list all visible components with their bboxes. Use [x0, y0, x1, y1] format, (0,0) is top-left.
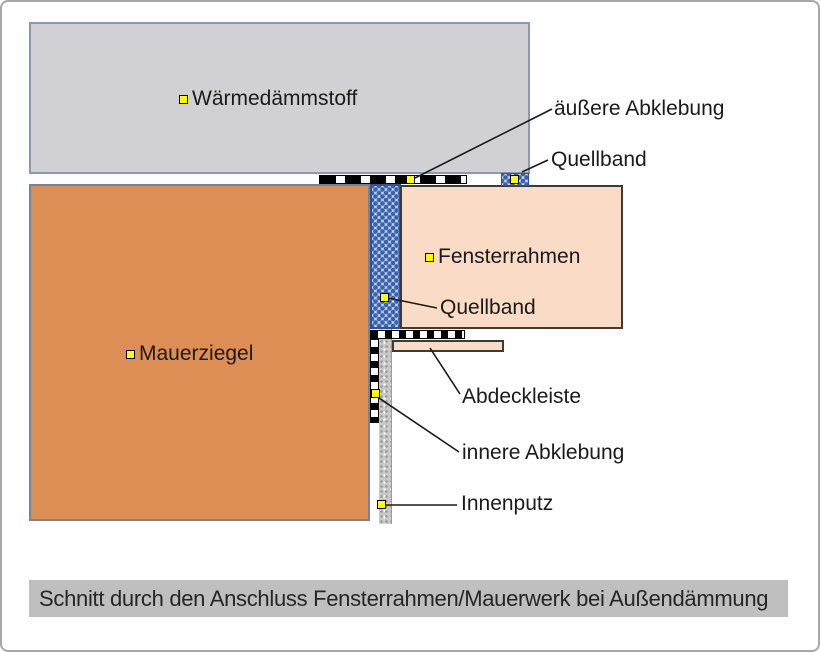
interior-plaster-strip [379, 329, 392, 524]
label-plaster-text: Innenputz [461, 492, 554, 515]
label-window-frame: Fensterrahmen [425, 245, 580, 269]
label-brick: Mauerziegel [126, 342, 253, 366]
marker-plaster [377, 500, 386, 509]
inner-sealing-tape-horizontal [370, 330, 465, 339]
insulation-block [29, 22, 530, 174]
marker-outer-tape [406, 175, 415, 184]
label-brick-text: Mauerziegel [139, 342, 254, 365]
inner-sealing-tape-vertical [370, 332, 379, 423]
marker-quellband-top [510, 175, 519, 184]
label-plaster: Innenputz [461, 492, 553, 516]
marker-insulation [179, 94, 188, 104]
label-cover-strip-text: Abdeckleiste [462, 385, 582, 408]
label-window-frame-text: Fensterrahmen [438, 245, 581, 268]
marker-window-frame [425, 252, 434, 262]
label-quellband-top: Quellband [551, 148, 647, 172]
label-quellband-mid: Quellband [440, 296, 536, 320]
label-outer-tape: äußere Abklebung [554, 97, 724, 121]
brick-block [29, 184, 370, 521]
window-frame-block [400, 185, 623, 329]
outer-sealing-tape [319, 175, 467, 184]
expanding-tape-vertical [370, 184, 401, 329]
caption-bar: Schnitt durch den Anschluss Fensterrahme… [29, 580, 788, 617]
marker-brick [126, 349, 135, 359]
label-outer-tape-text: äußere Abklebung [554, 97, 725, 120]
label-quellband-top-text: Quellband [551, 148, 647, 171]
caption-text: Schnitt durch den Anschluss Fensterrahme… [39, 586, 769, 611]
cover-strip [392, 340, 504, 352]
label-quellband-mid-text: Quellband [440, 296, 536, 319]
leader-cover-strip [429, 347, 461, 395]
label-inner-tape: innere Abklebung [462, 441, 624, 465]
label-cover-strip: Abdeckleiste [462, 385, 581, 409]
label-insulation: Wärmedämmstoff [179, 87, 357, 111]
marker-inner-tape [371, 389, 380, 398]
label-inner-tape-text: innere Abklebung [462, 441, 625, 464]
label-insulation-text: Wärmedämmstoff [192, 87, 358, 110]
marker-quellband-mid [380, 293, 389, 302]
